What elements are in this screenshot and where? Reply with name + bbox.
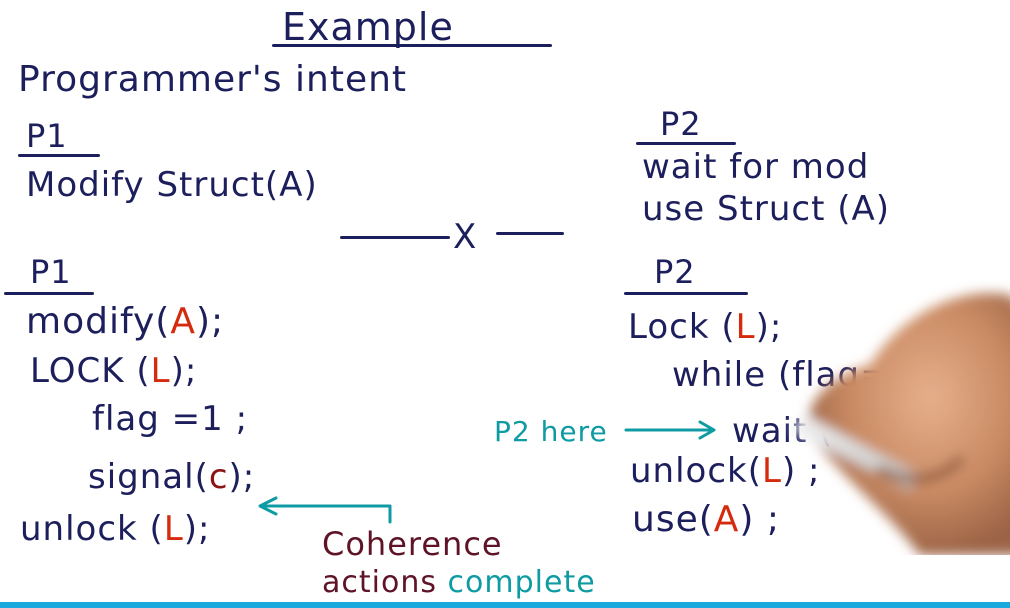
p2-line-use: use(A) ; <box>632 502 780 538</box>
intent-p2-line2: use Struct (A) <box>642 189 891 229</box>
p2-line-lock-post: ); <box>755 307 783 347</box>
intent-p2-label: P2 <box>660 105 702 143</box>
coherence-label-actions: actions <box>322 565 437 600</box>
coherence-label-line1: Coherence <box>322 525 503 563</box>
intent-p2-line1: wait for mod <box>642 147 870 187</box>
p1-line-signal: signal(c); <box>88 460 255 494</box>
coherence-label-complete: complete <box>447 565 596 600</box>
intent-p1-label: P1 <box>26 117 68 155</box>
p1-line-modify-arg: A <box>170 301 196 342</box>
p2-code-label: P2 <box>654 253 696 291</box>
p1-line-unlock-pre: unlock ( <box>20 509 164 549</box>
p2-line-lock-arg: L <box>735 307 756 347</box>
p1-line-lock-post: ); <box>170 351 198 391</box>
p1-line-flag: flag =1 ; <box>92 399 249 439</box>
p1-line-signal-pre: signal( <box>88 457 209 497</box>
p1-line-unlock-post: ); <box>183 509 211 549</box>
p2-line-lock: Lock (L); <box>628 310 782 344</box>
p1-line-lock: LOCK (L); <box>30 354 197 388</box>
p1-line-signal-arg: c <box>208 457 229 497</box>
p1-line-unlock: unlock (L); <box>20 512 211 546</box>
p1-code-underline <box>4 292 94 295</box>
p2-line-lock-pre: Lock ( <box>628 307 736 347</box>
p1-line-lock-arg: L <box>150 351 171 391</box>
title-underline <box>272 44 552 47</box>
p1-line-signal-post: ); <box>228 457 256 497</box>
connector-left <box>340 236 450 239</box>
connector-x-mark: X <box>453 217 477 257</box>
coherence-arrow <box>258 496 392 524</box>
video-progress-bar <box>0 602 1010 608</box>
p2-line-unlock-pre: unlock( <box>630 451 762 491</box>
p2-here-arrow <box>624 420 716 440</box>
p1-line-modify: modify(A); <box>26 304 224 340</box>
connector-right <box>496 232 564 235</box>
p2-line-unlock-arg: L <box>762 451 782 491</box>
coherence-label-line2: actions complete <box>322 568 596 598</box>
p2-line-use-post: ) ; <box>739 499 781 540</box>
p2-line-use-arg: A <box>713 499 740 540</box>
intent-p2-underline <box>636 142 736 145</box>
p1-line-modify-post: ); <box>195 301 225 342</box>
heading: Programmer's intent <box>18 59 408 100</box>
p1-line-lock-pre: LOCK ( <box>30 351 151 391</box>
intent-p1-underline <box>18 154 100 157</box>
p2-line-use-pre: use( <box>632 499 714 540</box>
p1-line-unlock-arg: L <box>163 509 184 549</box>
title: Example <box>282 5 454 49</box>
p1-line-modify-pre: modify( <box>26 301 171 342</box>
p2-here-label: P2 here <box>494 415 608 448</box>
intent-p1-action: Modify Struct(A) <box>26 165 318 205</box>
p2-code-underline <box>624 292 748 295</box>
p1-code-label: P1 <box>30 253 72 291</box>
